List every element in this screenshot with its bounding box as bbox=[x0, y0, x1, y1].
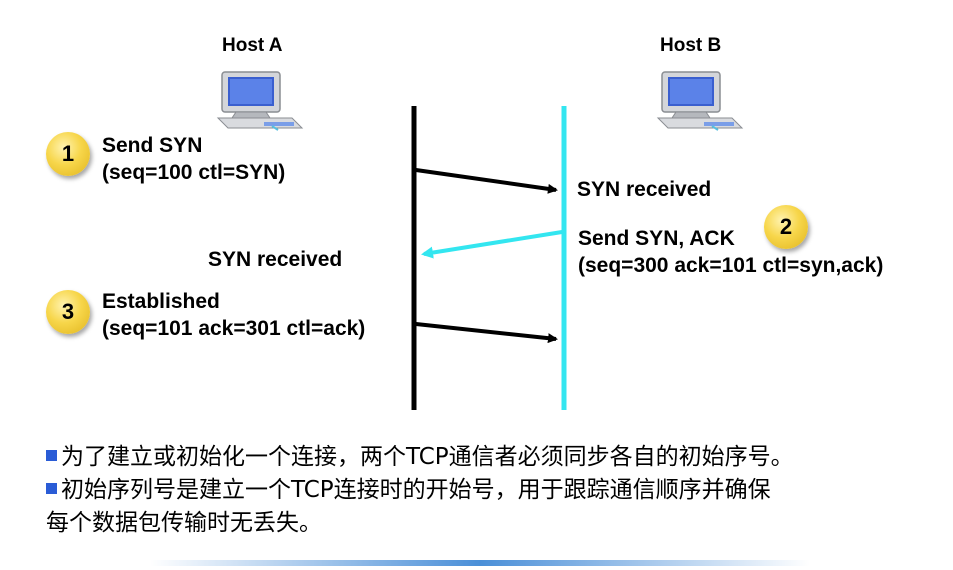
syn-ack-arrow bbox=[421, 230, 563, 259]
step-3-detail: (seq=101 ack=301 ctl=ack) bbox=[102, 317, 366, 340]
note-1: 为了建立或初始化一个连接，两个TCP通信者必须同步各自的初始序号。 bbox=[46, 441, 794, 474]
step-1-detail: (seq=100 ctl=SYN) bbox=[102, 161, 286, 184]
step-2-title: Send SYN, ACK bbox=[578, 227, 735, 250]
step-2-label: Send SYN, ACK (seq=300 ack=101 ctl=syn,a… bbox=[578, 225, 883, 279]
step-2-detail: (seq=300 ack=101 ctl=syn,ack) bbox=[578, 254, 884, 277]
syn-received-b: SYN received bbox=[577, 178, 712, 201]
note-2-cont: 每个数据包传输时无丢失。 bbox=[46, 510, 322, 536]
step-3-label: Established (seq=101 ack=301 ctl=ack) bbox=[102, 288, 365, 342]
note-2-text: 初始序列号是建立一个TCP连接时的开始号，用于跟踪通信顺序并确保 bbox=[61, 477, 771, 503]
step-1-label: Send SYN (seq=100 ctl=SYN) bbox=[102, 132, 285, 186]
note-2: 初始序列号是建立一个TCP连接时的开始号，用于跟踪通信顺序并确保 bbox=[46, 474, 794, 507]
syn-arrow bbox=[415, 168, 558, 194]
ack-arrow bbox=[415, 322, 558, 344]
handshake-diagram bbox=[411, 106, 567, 410]
host-b-computer-icon bbox=[656, 71, 744, 131]
step-1-title: Send SYN bbox=[102, 134, 203, 157]
note-1-text: 为了建立或初始化一个连接，两个TCP通信者必须同步各自的初始序号。 bbox=[61, 444, 794, 470]
host-a-computer-icon bbox=[216, 71, 304, 131]
host-b-label: Host B bbox=[660, 35, 722, 56]
step-3-title: Established bbox=[102, 290, 220, 313]
bullet-icon bbox=[46, 450, 57, 461]
step-3-badge: 3 bbox=[46, 290, 90, 334]
bottom-decor-bar bbox=[150, 560, 810, 566]
host-a-label: Host A bbox=[222, 35, 283, 56]
syn-received-a: SYN received bbox=[208, 248, 343, 271]
bullet-icon bbox=[46, 483, 57, 494]
step-1-badge: 1 bbox=[46, 132, 90, 176]
step-2-badge: 2 bbox=[764, 205, 808, 249]
notes: 为了建立或初始化一个连接，两个TCP通信者必须同步各自的初始序号。 初始序列号是… bbox=[46, 441, 794, 540]
